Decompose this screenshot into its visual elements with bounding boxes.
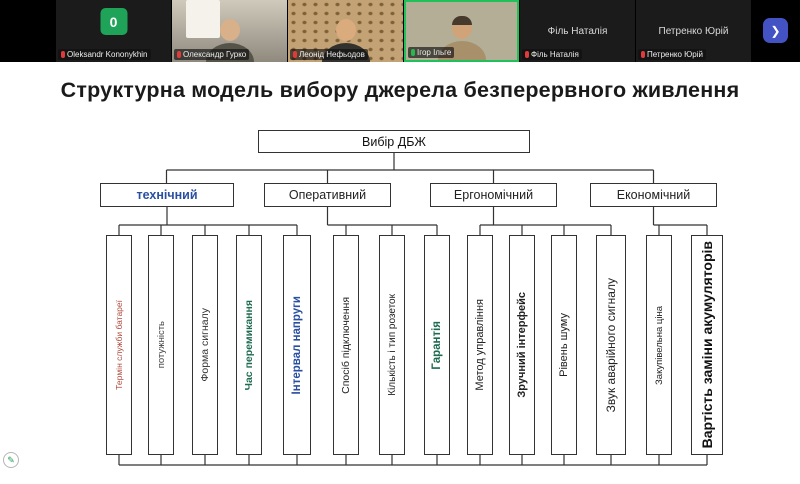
pencil-icon: ✎ bbox=[7, 454, 15, 465]
annotate-button[interactable]: ✎ bbox=[3, 452, 19, 468]
person-hair bbox=[451, 16, 472, 25]
criterion-label: Рівень шуму bbox=[558, 313, 570, 377]
criterion-label: Спосіб підключення bbox=[340, 296, 352, 394]
participant-tile-gurko[interactable]: Олександр Гурко bbox=[172, 0, 287, 62]
criterion-box: Термін служби батареї bbox=[106, 235, 132, 455]
shared-screen: Структурна модель вибору джерела безпере… bbox=[0, 62, 800, 484]
participant-name-label: Петренко Юрій bbox=[638, 49, 706, 60]
participant-name: Петренко Юрій bbox=[647, 50, 703, 59]
participant-name: Олександр Гурко bbox=[183, 50, 247, 59]
participant-tile-kononykhin[interactable]: 0 Oleksandr Kononykhin bbox=[56, 0, 171, 62]
participant-name: Філь Наталія bbox=[531, 50, 579, 59]
muted-mic-icon bbox=[177, 51, 181, 58]
criterion-label: Гарантія bbox=[431, 320, 443, 370]
participant-center-name: Філь Наталія bbox=[547, 25, 608, 37]
background-window bbox=[186, 0, 220, 38]
participant-tile-nefodov[interactable]: Леонід Нефьодов bbox=[288, 0, 403, 62]
category-technical: технічний bbox=[100, 183, 234, 207]
video-strip: 0 Oleksandr Kononykhin Олександр Гурко bbox=[0, 0, 800, 62]
criterion-label: Інтервал напруги bbox=[291, 295, 303, 395]
criterion-label: потужність bbox=[155, 321, 167, 369]
criterion-label: Вартість заміни акумуляторів bbox=[699, 241, 715, 449]
muted-mic-icon bbox=[61, 51, 65, 58]
participant-center-name: Петренко Юрій bbox=[658, 25, 729, 37]
category-ergonomic: Ергономічний bbox=[430, 183, 557, 207]
criterion-box: Закупівельна ціна bbox=[646, 235, 672, 455]
criterion-box: Час перемикання bbox=[236, 235, 262, 455]
participant-name-label: Леонід Нефьодов bbox=[290, 49, 368, 60]
criterion-box: Форма сигналу bbox=[192, 235, 218, 455]
criterion-box: Спосіб підключення bbox=[333, 235, 359, 455]
participant-name-label: Ігор Ільге bbox=[408, 47, 455, 58]
muted-mic-icon bbox=[641, 51, 645, 58]
criterion-label: Час перемикання bbox=[243, 299, 255, 391]
criterion-box: Вартість заміни акумуляторів bbox=[691, 235, 723, 455]
category-operational: Оперативний bbox=[264, 183, 391, 207]
criterion-box: Зручний інтерфейс bbox=[509, 235, 535, 455]
avatar: 0 bbox=[100, 8, 127, 35]
criterion-label: Зручний інтерфейс bbox=[516, 292, 528, 398]
person-head bbox=[335, 19, 356, 41]
participant-name: Ігор Ільге bbox=[417, 48, 452, 57]
diagram-connectors bbox=[118, 153, 708, 466]
criterion-label: Метод управління bbox=[474, 299, 486, 391]
participant-name: Леонід Нефьодов bbox=[299, 50, 365, 59]
participant-name-label: Oleksandr Kononykhin bbox=[58, 49, 151, 60]
participant-name: Oleksandr Kononykhin bbox=[67, 50, 148, 59]
participant-tile-petrenko[interactable]: Петренко Юрій Петренко Юрій bbox=[636, 0, 751, 62]
active-mic-icon bbox=[411, 49, 415, 56]
criterion-label: Термін служби батареї bbox=[114, 300, 124, 390]
criterion-box: Кількість і тип розеток bbox=[379, 235, 405, 455]
criterion-label: Закупівельна ціна bbox=[653, 305, 665, 385]
muted-mic-icon bbox=[293, 51, 297, 58]
criterion-box: Інтервал напруги bbox=[283, 235, 311, 455]
criterion-box: Метод управління bbox=[467, 235, 493, 455]
muted-mic-icon bbox=[525, 51, 529, 58]
criterion-box: Гарантія bbox=[424, 235, 450, 455]
slide-title: Структурна модель вибору джерела безпере… bbox=[60, 78, 740, 102]
criterion-label: Форма сигналу bbox=[199, 308, 211, 382]
diagram-root-node: Вибір ДБЖ bbox=[258, 130, 530, 153]
person-head bbox=[219, 19, 240, 41]
criterion-label: Кількість і тип розеток bbox=[386, 294, 398, 396]
criterion-label: Звук аварійного сигналу bbox=[604, 277, 618, 413]
participant-name-label: Олександр Гурко bbox=[174, 49, 250, 60]
criterion-box: Звук аварійного сигналу bbox=[596, 235, 626, 455]
criterion-box: Рівень шуму bbox=[551, 235, 577, 455]
participant-tile-ilge-speaking[interactable]: Ігор Ільге bbox=[404, 0, 519, 62]
participant-name-label: Філь Наталія bbox=[522, 49, 582, 60]
criterion-box: потужність bbox=[148, 235, 174, 455]
next-participants-button[interactable]: ❯ bbox=[763, 18, 788, 43]
participant-tile-fil[interactable]: Філь Наталія Філь Наталія bbox=[520, 0, 635, 62]
category-economic: Економічний bbox=[590, 183, 717, 207]
